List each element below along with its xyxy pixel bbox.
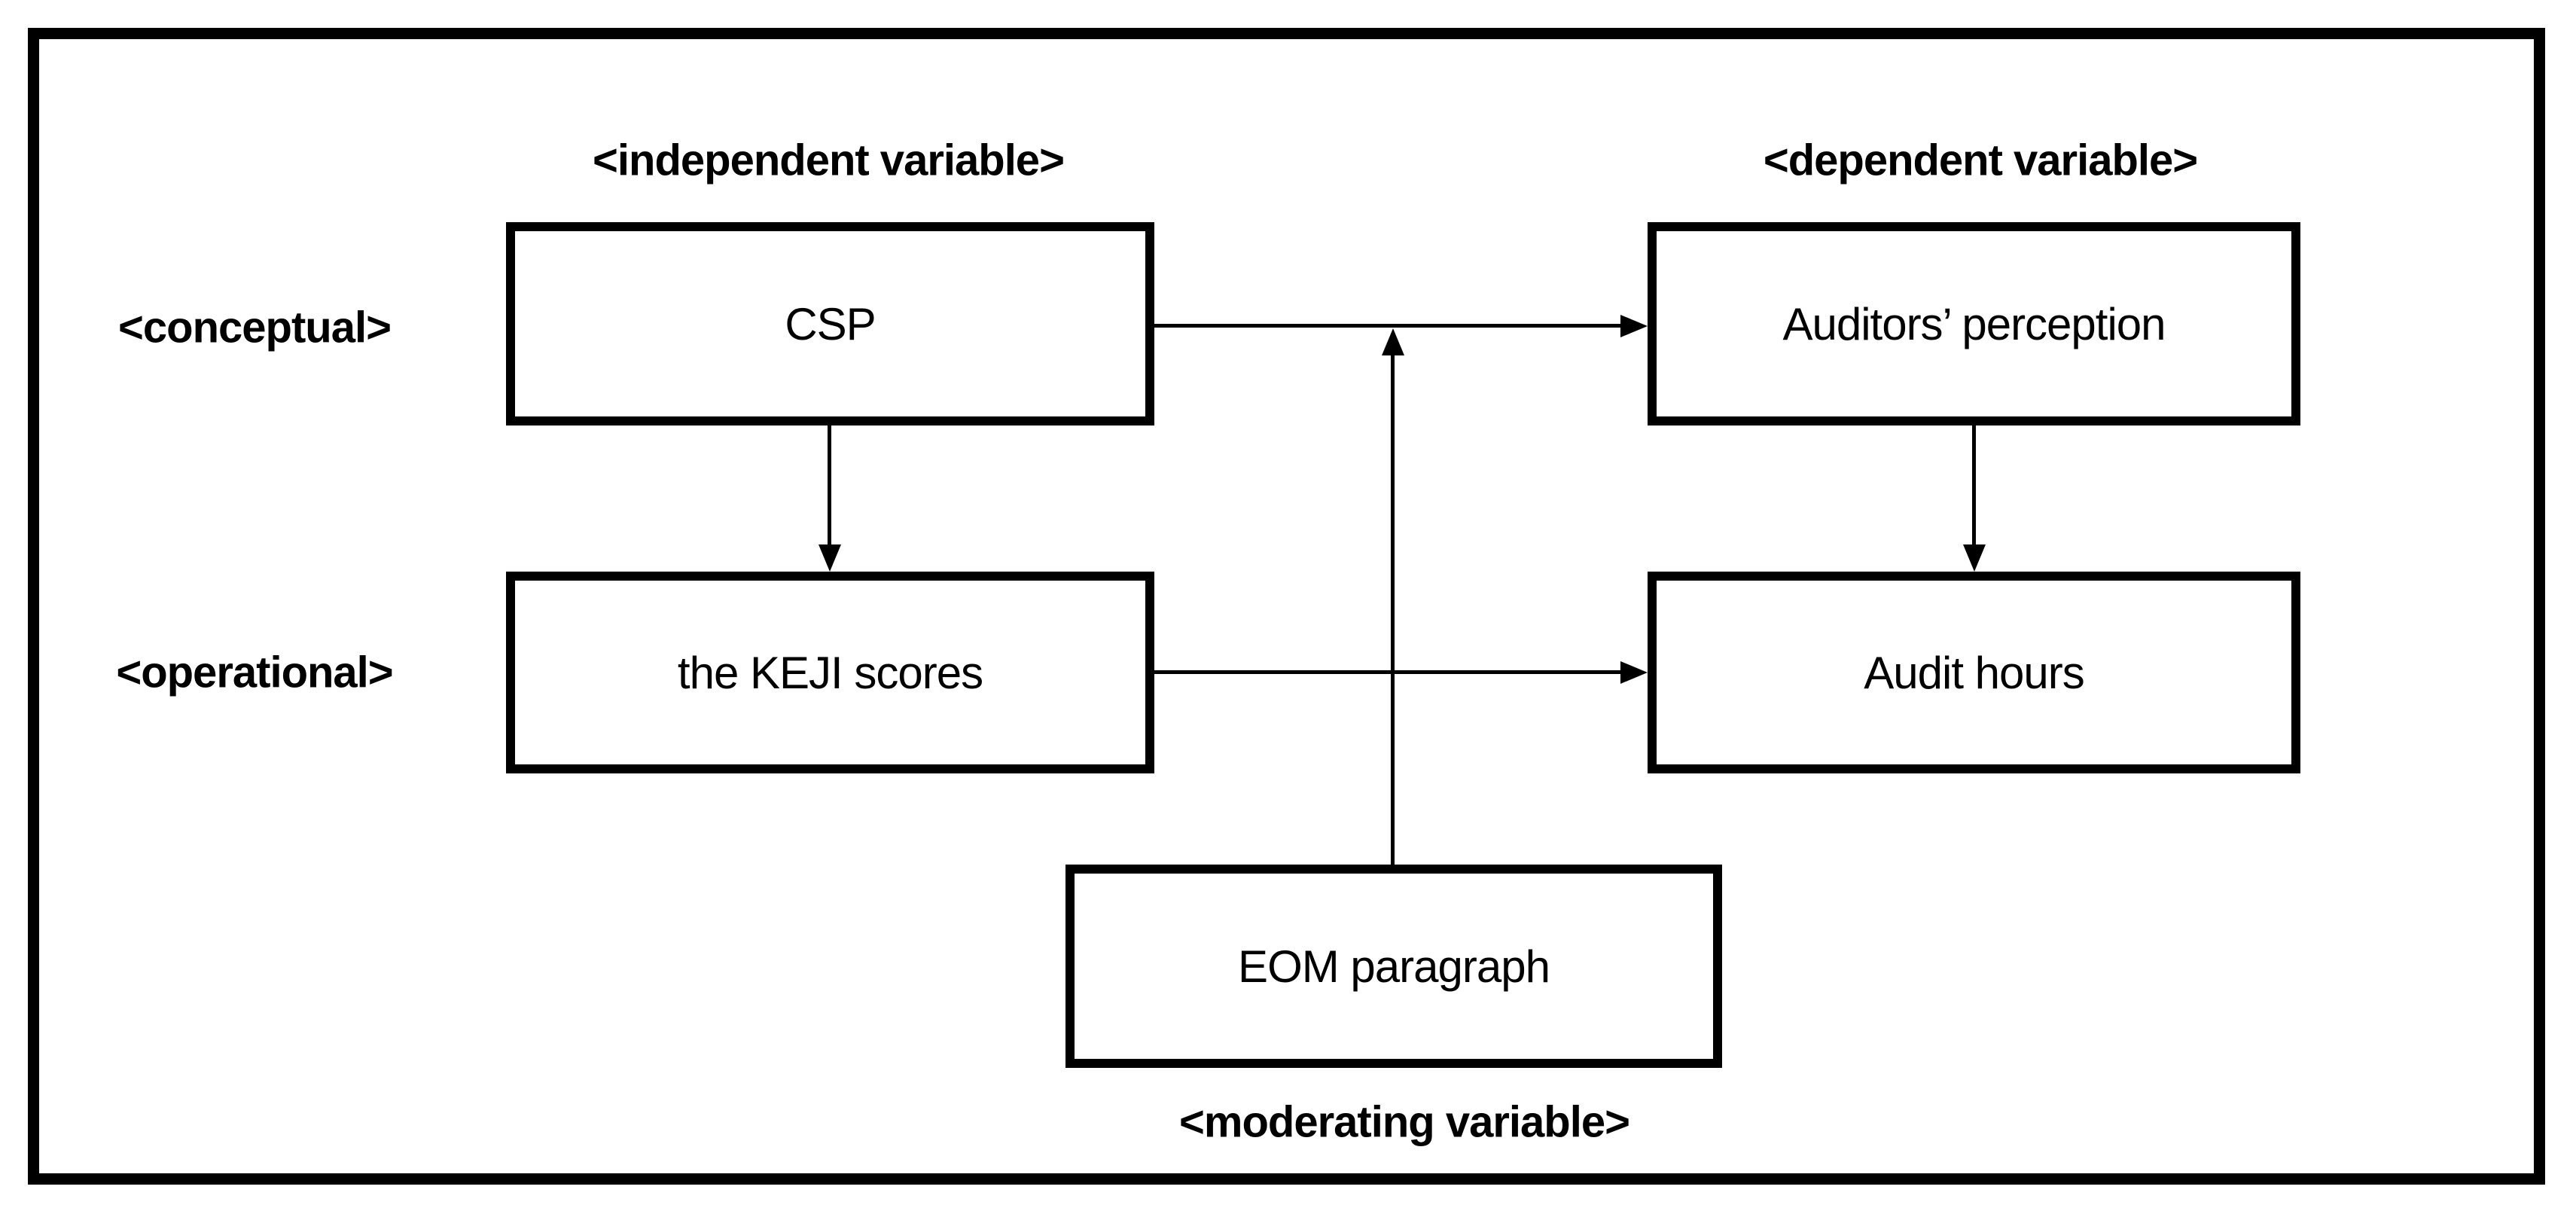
node-csp: CSP xyxy=(506,222,1154,425)
arrowhead-down-icon xyxy=(819,544,841,572)
node-eom-paragraph: EOM paragraph xyxy=(1065,865,1722,1068)
node-keji-scores-label: the KEJI scores xyxy=(677,647,983,698)
dependent-variable-label: <dependent variable> xyxy=(1763,136,2198,185)
arrowhead-up-icon xyxy=(1382,328,1404,355)
conceptual-row-label: <conceptual> xyxy=(118,303,392,352)
arrow-line xyxy=(828,425,831,546)
operational-row-label: <operational> xyxy=(116,648,393,697)
independent-variable-label: <independent variable> xyxy=(593,136,1065,185)
node-auditors-perception: Auditors’ perception xyxy=(1648,222,2300,425)
node-eom-paragraph-label: EOM paragraph xyxy=(1238,941,1550,992)
arrow-line xyxy=(1391,354,1395,865)
arrowhead-right-icon xyxy=(1620,315,1648,337)
arrowhead-down-icon xyxy=(1963,544,1986,572)
arrow-line xyxy=(1972,425,1976,546)
node-audit-hours: Audit hours xyxy=(1648,572,2300,773)
node-csp-label: CSP xyxy=(785,298,876,349)
diagram-outer-border xyxy=(28,28,2545,1185)
node-keji-scores: the KEJI scores xyxy=(506,572,1154,773)
arrowhead-right-icon xyxy=(1620,661,1648,684)
node-auditors-perception-label: Auditors’ perception xyxy=(1782,298,2166,349)
node-audit-hours-label: Audit hours xyxy=(1864,647,2085,698)
arrow-line xyxy=(1154,670,1622,674)
moderating-variable-label: <moderating variable> xyxy=(1179,1097,1630,1147)
arrow-line xyxy=(1154,324,1622,328)
